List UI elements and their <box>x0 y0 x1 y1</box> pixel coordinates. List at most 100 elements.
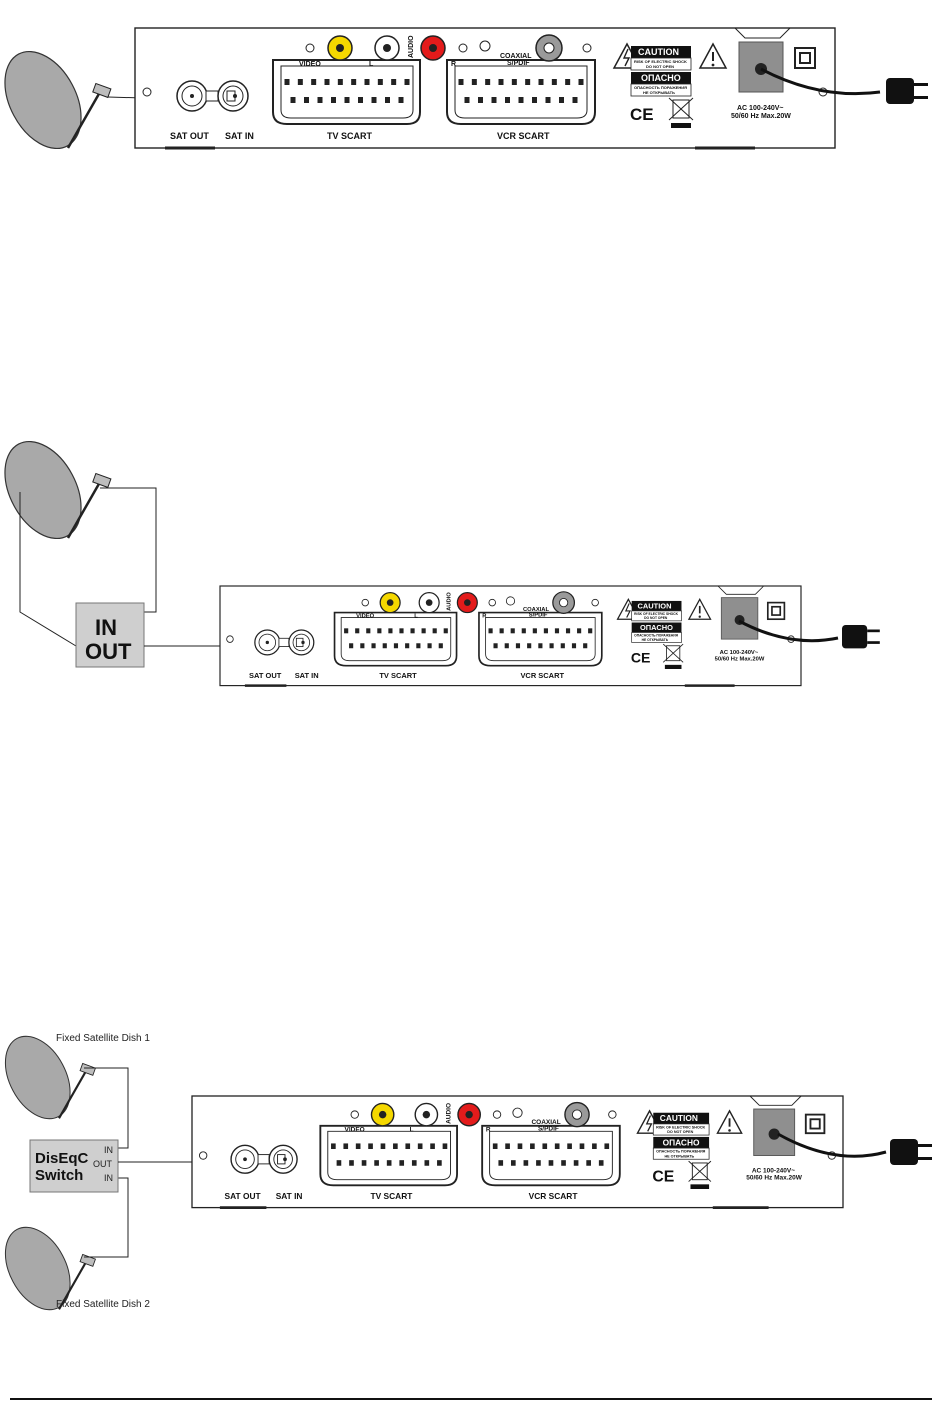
scart-pin <box>380 1143 386 1150</box>
scart-pin <box>488 628 493 634</box>
scart-pin <box>499 628 504 634</box>
scart-pin <box>572 97 578 103</box>
scart-pin <box>551 79 557 85</box>
loop-box-out-label: OUT <box>85 639 132 664</box>
scart-pin <box>404 79 410 85</box>
scart-pin <box>559 97 564 103</box>
scart-pin <box>577 628 582 634</box>
scart-pin <box>366 628 371 634</box>
power-plug <box>842 625 880 649</box>
scart-pin <box>399 1160 405 1166</box>
scart-pin <box>405 643 410 649</box>
scart-pin <box>349 1160 354 1166</box>
diagram-1-direct-connection: SAT OUT SAT IN TV SCART VCR SCART VIDEO … <box>0 26 928 163</box>
scart-pin <box>527 643 532 649</box>
scart-pin <box>432 628 437 634</box>
audio-label: AUDIO <box>447 592 453 611</box>
scart-pin <box>304 97 309 103</box>
power-rating-1: AC 100-240V~ <box>720 650 759 656</box>
scart-pin <box>427 643 432 649</box>
scart-pin <box>586 1160 591 1166</box>
scart-pin <box>417 1143 423 1150</box>
scart-pin <box>548 1160 554 1166</box>
ce-mark: CE <box>631 649 651 665</box>
diseqc-switch-label-2: Switch <box>35 1167 83 1184</box>
scart-pin <box>458 79 464 85</box>
ce-mark: CE <box>652 1169 674 1186</box>
scart-pin <box>331 97 336 103</box>
power-rating-2: 50/60 Hz Max.20W <box>731 113 791 120</box>
loop-box-in-label: IN <box>95 615 117 640</box>
scart-pin <box>443 628 448 634</box>
ce-mark: CE <box>630 105 654 124</box>
power-cord <box>777 1132 887 1158</box>
caution-sub2: DO NOT OPEN <box>667 1130 693 1134</box>
diseqc-out-label: OUT <box>93 1159 113 1169</box>
scart-pin <box>391 79 397 85</box>
scart-pin <box>385 97 390 103</box>
scart-pin <box>399 628 404 634</box>
scart-pin <box>538 643 543 649</box>
audio-label: AUDIO <box>408 35 415 58</box>
scart-pin <box>478 97 483 103</box>
scart-pin <box>565 79 571 85</box>
scart-pin <box>604 1143 610 1150</box>
scart-pin <box>361 1160 367 1166</box>
scart-pin <box>510 628 515 634</box>
power-rating-1: AC 100-240V~ <box>752 1167 795 1174</box>
receiver-rear-panel: SAT OUT SAT IN TV SCART VCR SCART VIDEO … <box>133 26 837 150</box>
video-label: VIDEO <box>299 61 321 68</box>
diseqc-switch-label-1: DisEqC <box>35 1150 89 1167</box>
diagram-3-diseqc: Fixed Satellite Dish 1 Fixed Satellite D… <box>0 1024 932 1322</box>
scart-pin <box>505 1143 510 1150</box>
scart-pin <box>344 628 349 634</box>
scart-pin <box>377 79 383 85</box>
scart-pin <box>471 79 477 85</box>
scart-pins <box>331 1143 610 1166</box>
diagram-2-loop-through: IN OUT SAT OUT SAT IN TV SCART VCR SCART… <box>0 427 880 687</box>
scart-pin <box>430 1143 435 1150</box>
spdif-label: S/PDIF <box>529 613 548 619</box>
sat-out-label: SAT OUT <box>170 131 209 141</box>
scart-pin <box>405 1143 411 1150</box>
danger-label: ОПАСНО <box>640 623 673 632</box>
audio-l-label: L <box>414 614 418 620</box>
danger-sub1: ОПАСНОСТЬ ПОРАЖЕНИЯ <box>634 634 679 638</box>
scart-pin <box>536 1160 541 1166</box>
scart-pin <box>410 628 415 634</box>
audio-l-label: L <box>410 1126 414 1133</box>
cable-dish2-in <box>84 1177 129 1258</box>
scart-pin <box>371 643 376 649</box>
scart-pin <box>542 1143 548 1150</box>
scart-pin <box>416 643 421 649</box>
audio-label: AUDIO <box>446 1103 453 1124</box>
tv-scart-label: TV SCART <box>379 671 417 680</box>
scart-pin <box>573 1160 579 1166</box>
sat-out-label: SAT OUT <box>225 1191 262 1201</box>
scart-pin <box>549 643 554 649</box>
audio-r-label: R <box>482 614 487 620</box>
danger-sub2: НЕ ОТКРЫВАТЬ <box>643 90 675 95</box>
cable-dish1-in <box>84 1067 129 1149</box>
cable-lnb-to-in <box>100 487 157 613</box>
diseqc-in-2-label: IN <box>104 1173 113 1183</box>
sat-in-label: SAT IN <box>295 671 319 680</box>
scart-pin <box>360 643 365 649</box>
scart-pin <box>565 628 571 634</box>
scart-pin <box>525 79 531 85</box>
scart-pin <box>398 97 404 103</box>
danger-sub1: ОПАСНОСТЬ ПОРАЖЕНИЯ <box>656 1150 706 1154</box>
sat-in-label: SAT IN <box>276 1191 303 1201</box>
scart-pin <box>344 97 350 103</box>
audio-l-label: L <box>369 61 374 68</box>
danger-sub1: ОПАСНОСТЬ ПОРАЖЕНИЯ <box>634 85 687 90</box>
tv-scart-label: TV SCART <box>327 131 373 141</box>
scart-pin <box>592 1143 597 1150</box>
sat-out-label: SAT OUT <box>249 671 282 680</box>
scart-pin <box>364 79 370 85</box>
scart-pin <box>543 628 548 634</box>
caution-label: CAUTION <box>638 47 679 57</box>
caution-sub2: DO NOT OPEN <box>646 64 674 69</box>
scart-pin <box>355 628 360 634</box>
